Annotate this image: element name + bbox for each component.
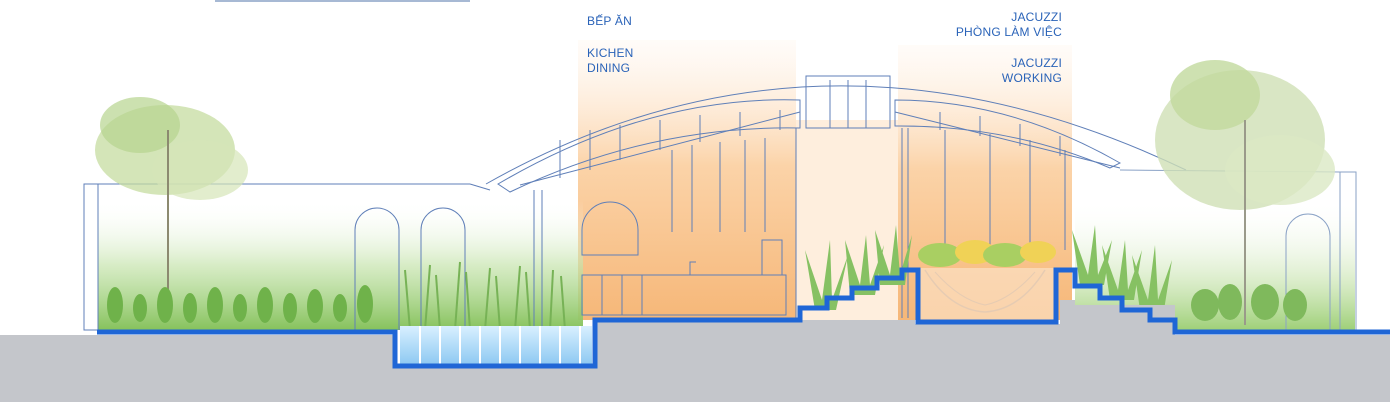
tree-right bbox=[1155, 60, 1335, 325]
kitchen bbox=[581, 138, 787, 316]
label-kitchen-en-line2: DINING bbox=[587, 61, 631, 75]
label-kitchen-en-line1: KICHEN bbox=[587, 46, 634, 60]
label-kitchen-en: KICHEN DINING bbox=[587, 46, 634, 76]
columns bbox=[533, 128, 909, 330]
shrubs-right bbox=[1191, 284, 1307, 321]
label-jacuzzi-en: JACUZZI WORKING bbox=[1002, 56, 1062, 86]
step-plants bbox=[805, 225, 1172, 310]
pool-grid bbox=[419, 326, 581, 364]
section-cut-outline bbox=[97, 267, 1390, 369]
label-kitchen-vn-text: BẾP ĂN bbox=[587, 14, 632, 28]
label-kitchen-vn: BẾP ĂN bbox=[587, 14, 632, 29]
interior-glow-left bbox=[578, 40, 796, 320]
label-jacuzzi-vn: JACUZZI PHÒNG LÀM VIỆC bbox=[956, 10, 1062, 40]
interior-glow-center bbox=[796, 120, 898, 320]
shrubs-left bbox=[107, 285, 373, 323]
pool-water bbox=[400, 326, 592, 364]
reeds bbox=[404, 261, 566, 331]
tree-left bbox=[95, 97, 248, 300]
label-jacuzzi-vn-line1: JACUZZI bbox=[1011, 10, 1062, 24]
jacuzzi-plants bbox=[918, 240, 1056, 313]
roof bbox=[485, 75, 1187, 193]
label-jacuzzi-vn-line2: PHÒNG LÀM VIỆC bbox=[955, 25, 1062, 39]
jacuzzi-basin bbox=[918, 268, 1056, 322]
working-room bbox=[944, 130, 1066, 250]
ground bbox=[0, 300, 1390, 402]
label-jacuzzi-en-line1: JACUZZI bbox=[1011, 56, 1062, 70]
label-jacuzzi-en-line2: WORKING bbox=[1001, 71, 1062, 85]
